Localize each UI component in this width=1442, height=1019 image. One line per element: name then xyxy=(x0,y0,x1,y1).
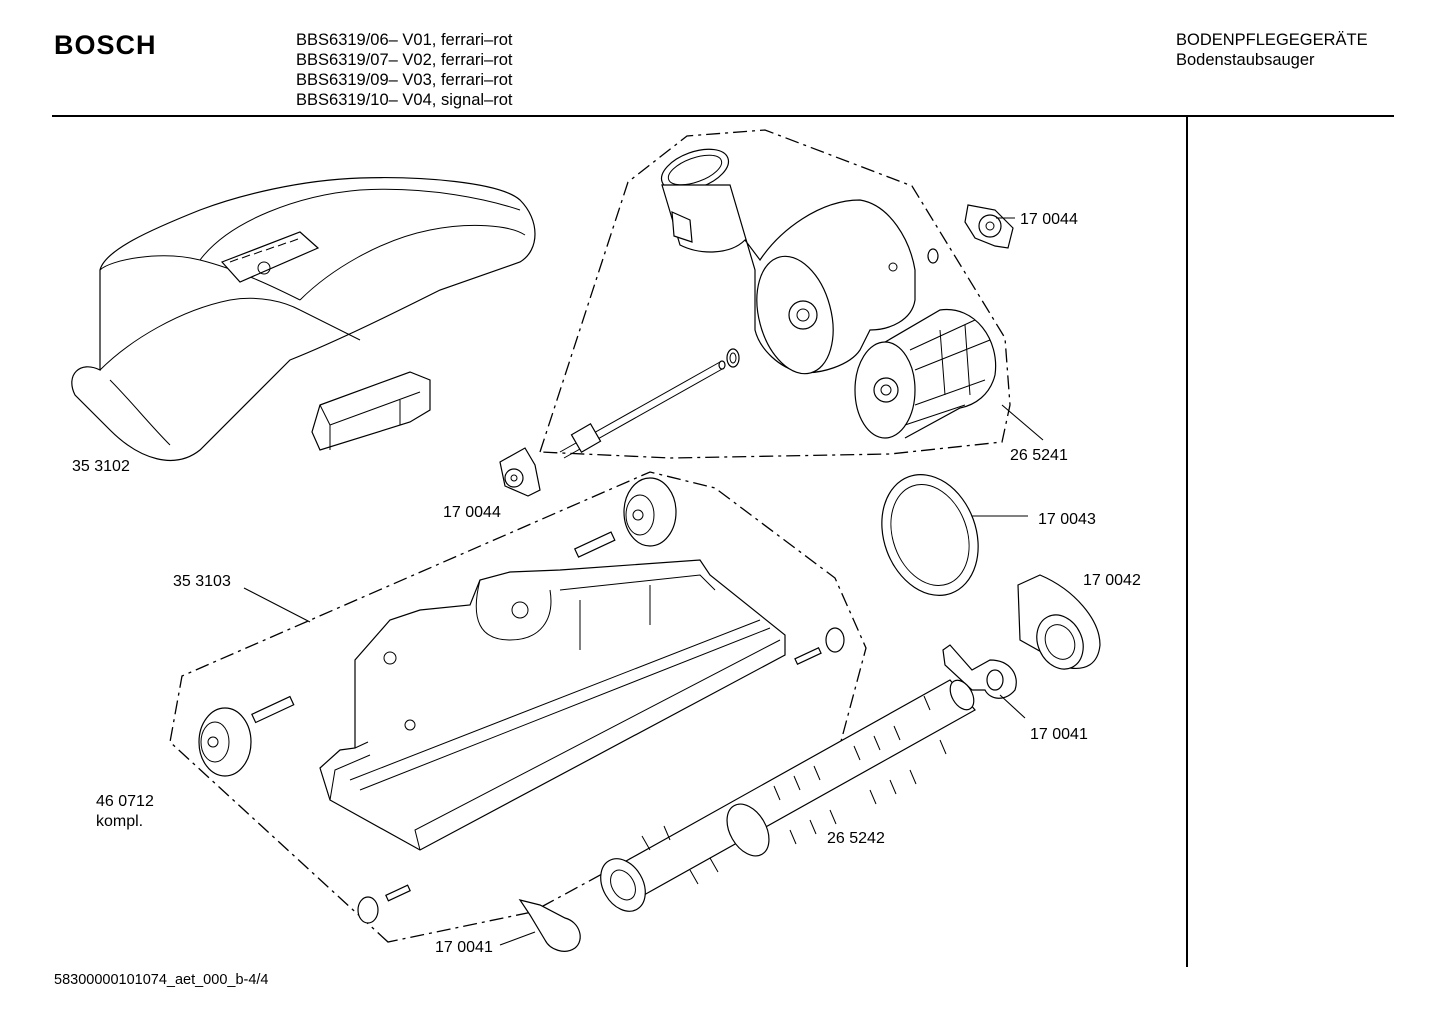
part-label-170044-upper: 17 0044 xyxy=(1020,211,1078,228)
shaft-washer xyxy=(726,348,740,368)
small-wheel-part xyxy=(357,627,845,924)
part-label-460712-note: kompl. xyxy=(96,813,143,830)
part-label-353102: 35 3102 xyxy=(72,458,130,475)
brush-roller-part xyxy=(600,679,976,912)
part-label-170044-lower: 17 0044 xyxy=(443,504,501,521)
part-label-170043: 17 0043 xyxy=(1038,511,1096,528)
motor-housing-part xyxy=(660,148,916,375)
drive-shaft-part xyxy=(559,348,740,459)
base-plate-part xyxy=(319,559,786,851)
brush-bearing-part-lower xyxy=(518,899,581,952)
brush-bearing-part-right xyxy=(942,644,1017,699)
category-title: BODENPFLEGEGERÄTE xyxy=(1176,31,1368,49)
cover-latch-part xyxy=(311,371,431,451)
part-label-265241: 26 5241 xyxy=(1010,447,1068,464)
leader-line xyxy=(499,931,536,946)
document-id: 58300000101074_aet_000_b-4/4 xyxy=(54,972,269,988)
turbine-part xyxy=(854,308,997,439)
bearing-part-upper xyxy=(964,204,1014,249)
model-line: BBS6319/07– V02, ferrari–rot xyxy=(296,51,513,69)
cover-hood-part xyxy=(71,177,536,461)
leader-line xyxy=(243,587,311,623)
upper-assembly-boundary xyxy=(539,129,1011,459)
category-subtitle: Bodenstaubsauger xyxy=(1176,51,1315,69)
model-list: BBS6319/06– V01, ferrari–rot BBS6319/07–… xyxy=(296,30,513,110)
side-divider xyxy=(1186,117,1188,967)
part-label-170042: 17 0042 xyxy=(1083,572,1141,589)
category-block: BODENPFLEGEGERÄTE Bodenstaubsauger xyxy=(1176,30,1368,70)
brand-logo: BOSCH xyxy=(54,30,157,60)
wheel-part-upper xyxy=(623,477,677,547)
bearing-part-lower xyxy=(499,447,541,497)
wheel-part-lower xyxy=(198,707,252,777)
header-divider xyxy=(52,115,1394,117)
part-label-460712: 46 0712 xyxy=(96,793,154,810)
leader-line xyxy=(1001,404,1044,441)
axle-pin-part xyxy=(251,531,822,902)
model-line: BBS6319/09– V03, ferrari–rot xyxy=(296,71,513,89)
model-line: BBS6319/10– V04, signal–rot xyxy=(296,91,513,109)
belt-cover-part xyxy=(1017,574,1101,670)
leader-line xyxy=(999,694,1026,719)
part-label-170041-right: 17 0041 xyxy=(1030,726,1088,743)
washer-part xyxy=(927,248,939,264)
part-label-170041-lower: 17 0041 xyxy=(435,939,493,956)
part-label-265242: 26 5242 xyxy=(827,830,885,847)
part-label-353103: 35 3103 xyxy=(173,573,231,590)
model-line: BBS6319/06– V01, ferrari–rot xyxy=(296,31,513,49)
drive-belt-part xyxy=(881,474,979,596)
